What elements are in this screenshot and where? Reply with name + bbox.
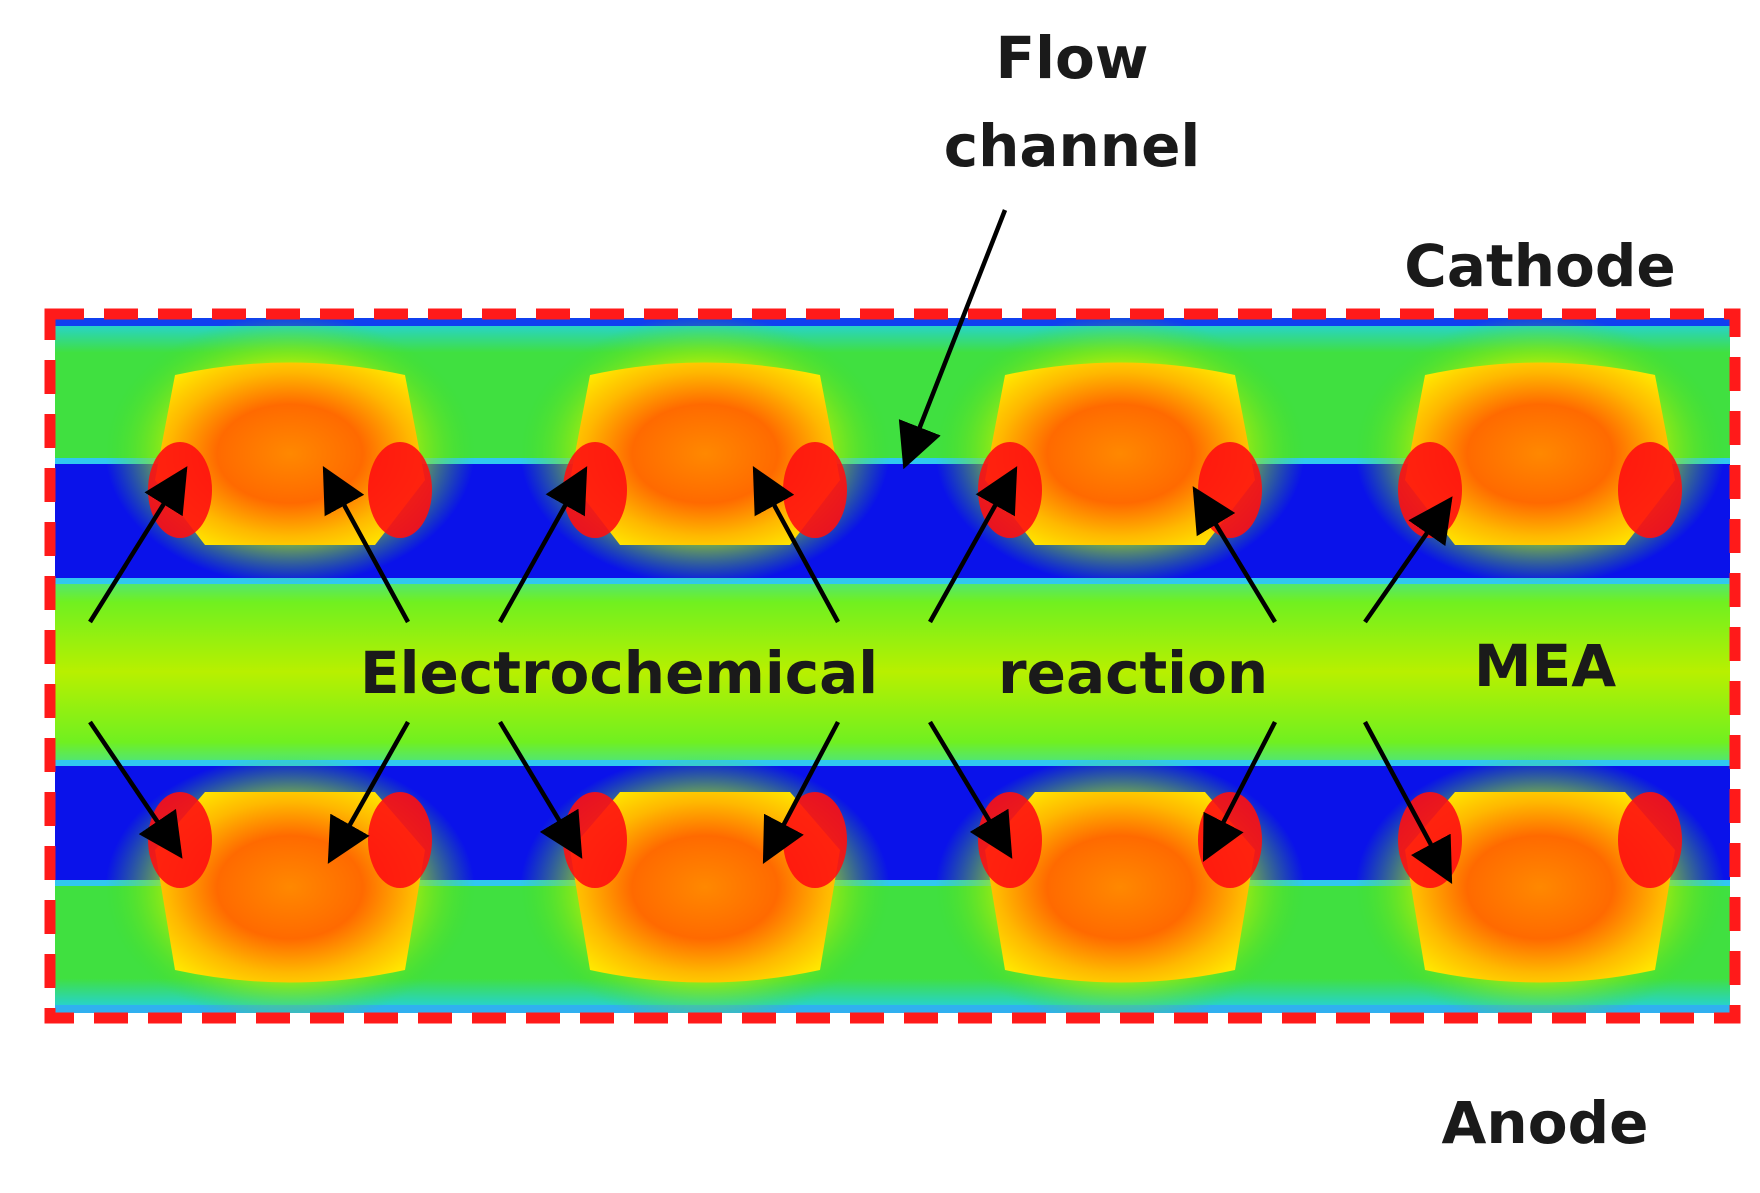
reaction-arrow	[762, 720, 840, 864]
reaction-arrow	[1192, 486, 1277, 624]
reaction-arrow	[928, 720, 1013, 859]
reaction-arrow	[1363, 720, 1453, 884]
reaction-arrow	[1363, 496, 1453, 624]
anode-label: Anode	[1442, 1089, 1649, 1157]
reaction-label: reaction	[998, 639, 1268, 707]
reaction-arrow	[498, 466, 588, 624]
reaction-arrow	[327, 720, 410, 864]
reaction-arrow	[322, 466, 410, 624]
reaction-arrow	[498, 720, 583, 859]
electrochemical-label: Electrochemical	[360, 639, 878, 707]
reaction-arrow	[928, 466, 1018, 624]
cathode-label: Cathode	[1404, 232, 1675, 300]
flow-channel-label-line2: channel	[944, 112, 1201, 180]
domain-border	[44, 308, 1741, 1024]
flow-channel-label-line1: Flow	[996, 24, 1149, 92]
reaction-arrow	[1202, 720, 1278, 863]
reaction-arrow	[88, 720, 183, 859]
flow-channel-arrow	[898, 209, 1008, 470]
reaction-arrows	[88, 209, 1453, 884]
mea-band	[55, 572, 1730, 772]
reaction-arrow	[88, 466, 188, 624]
mea-label: MEA	[1474, 632, 1616, 700]
reaction-arrow	[752, 466, 840, 624]
